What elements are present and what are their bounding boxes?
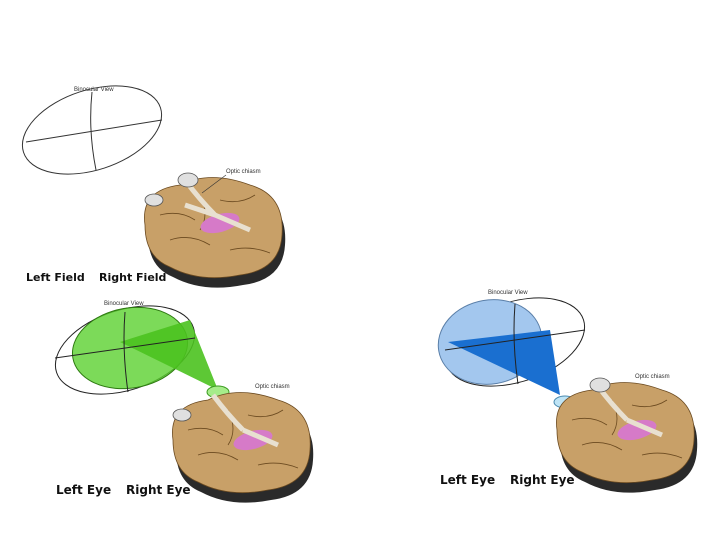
binocular-view-label: Binocular View (488, 290, 528, 296)
caption-left-eye: Left Eye (56, 483, 111, 497)
panel-left-eye: Binocular View Optic chiasm Left Eye Rig… (40, 290, 340, 520)
binocular-view-label: Binocular View (104, 301, 144, 307)
caption-right-eye: Right Eye (126, 483, 191, 497)
panel-visual-field: Binocular View Optic chiasm Left Field R… (0, 0, 300, 290)
panel-right-eye: Binocular View Optic chiasm Left Eye Rig… (420, 280, 720, 510)
caption-left-eye: Left Eye (440, 473, 495, 487)
brain-illustration (172, 393, 313, 503)
caption-right-eye: Right Eye (510, 473, 575, 487)
caption-right-field: Right Field (99, 271, 166, 284)
brain-illustration (556, 378, 697, 493)
caption-left-field: Left Field (26, 271, 85, 284)
binocular-view-label: Binocular View (74, 87, 114, 93)
optic-chiasm-label: Optic chiasm (226, 169, 261, 175)
optic-chiasm-label: Optic chiasm (635, 374, 670, 380)
right-eye-visual-field (431, 282, 595, 408)
left-eye-visual-field (44, 290, 229, 411)
visual-field-diagram: Binocular View Optic chiasm (0, 0, 300, 290)
optic-chiasm-label: Optic chiasm (255, 384, 290, 390)
